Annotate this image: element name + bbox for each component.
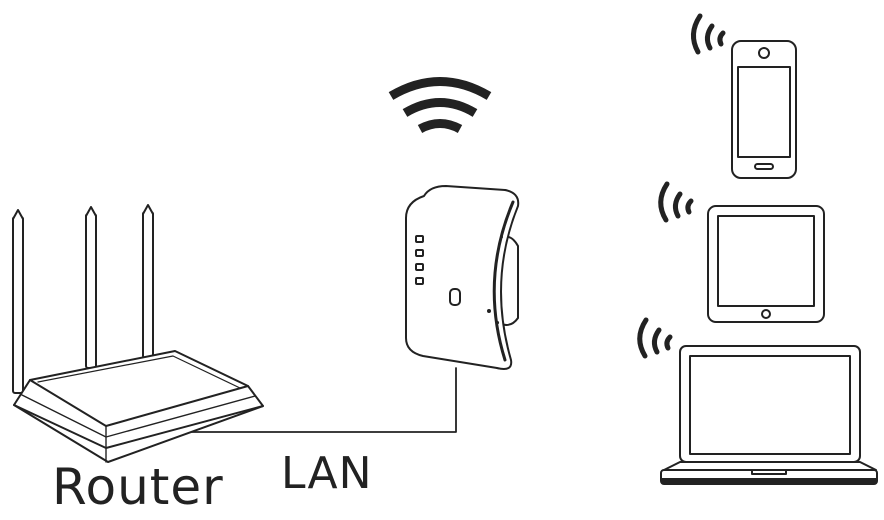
laptop-icon [660,345,878,485]
router-antenna-middle [85,213,97,369]
laptop-wifi-icon [637,317,673,359]
wifi-signal-icon [388,77,492,134]
smartphone-group [691,13,797,179]
wifi-extender-icon [405,185,520,370]
router-icon [12,204,264,463]
lan-cable [191,367,457,433]
router-label: Router [52,458,224,516]
router-body [13,350,264,463]
tablet-group [658,181,825,323]
extender-button [449,288,461,306]
laptop-group [637,317,878,485]
tablet-wifi-icon [658,181,694,223]
router-antenna-left [12,216,24,394]
router-antenna-right [142,211,154,359]
extender-led-1 [415,235,424,243]
extender-led-2 [415,249,424,257]
extender-led-4 [415,277,424,285]
extender-led-3 [415,263,424,271]
smartphone-icon [731,40,797,179]
lan-label: LAN [281,448,373,499]
phone-wifi-icon [691,13,726,55]
tablet-icon [707,205,825,323]
